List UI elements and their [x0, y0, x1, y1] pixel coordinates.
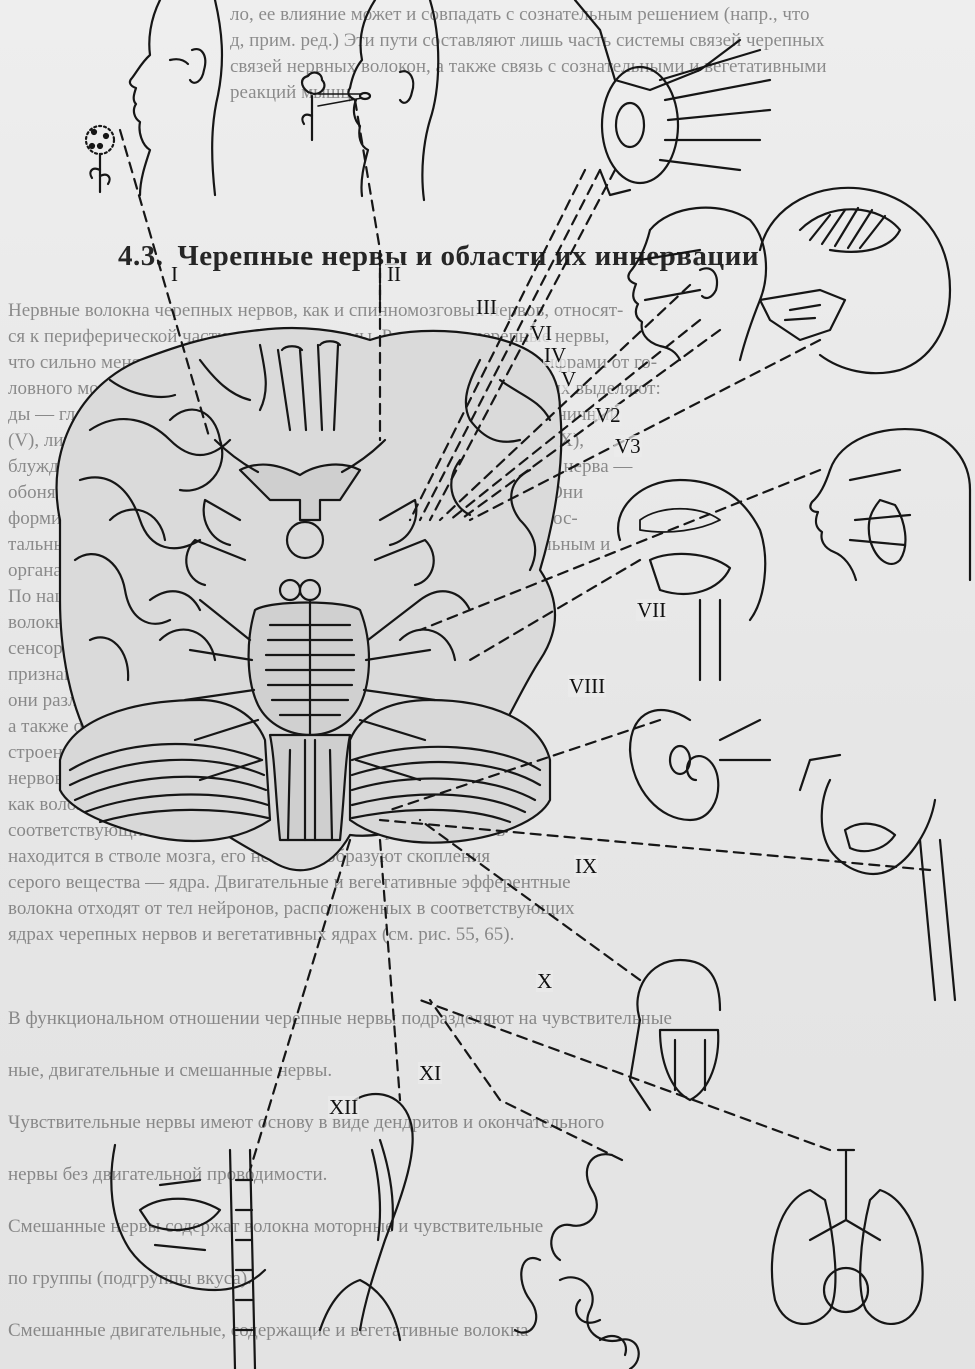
mouth-section	[618, 480, 765, 680]
nerve-label-v2: V2	[594, 404, 622, 426]
nerve-label-v3: V3	[614, 435, 642, 457]
skull-diagram	[760, 188, 950, 373]
tongue-section	[111, 1145, 265, 1369]
nerve-label-ix: IX	[574, 855, 598, 877]
larynx-icon	[630, 960, 720, 1110]
nerve-label-x: X	[536, 970, 553, 992]
nerve-label-i: I	[170, 263, 179, 285]
nerve-label-vii: VII	[636, 599, 667, 621]
brain-inferior-view	[57, 328, 562, 870]
neck-muscle	[320, 1094, 413, 1340]
olfaction-head	[130, 0, 222, 195]
lungs-icon	[772, 1150, 923, 1324]
nerve-label-iv: IV	[543, 344, 567, 366]
vision-head	[318, 0, 438, 200]
face-profile	[628, 208, 766, 360]
nerve-label-xii: XII	[328, 1096, 359, 1118]
nerve-label-v: V	[560, 368, 577, 390]
flower-icon	[86, 126, 114, 192]
ear-icon	[630, 710, 770, 820]
intestine-icon	[515, 1154, 639, 1369]
nerve-label-xi: XI	[418, 1062, 442, 1084]
eye-icon	[575, 0, 770, 195]
throat-section	[800, 755, 955, 1000]
nerve-label-vi: VI	[529, 322, 553, 344]
flower-icon	[302, 73, 324, 140]
head-face-nerves	[810, 429, 970, 580]
nerve-label-iii: III	[475, 296, 498, 318]
nerve-label-ii: II	[386, 263, 402, 285]
nerve-label-viii: VIII	[568, 675, 606, 697]
